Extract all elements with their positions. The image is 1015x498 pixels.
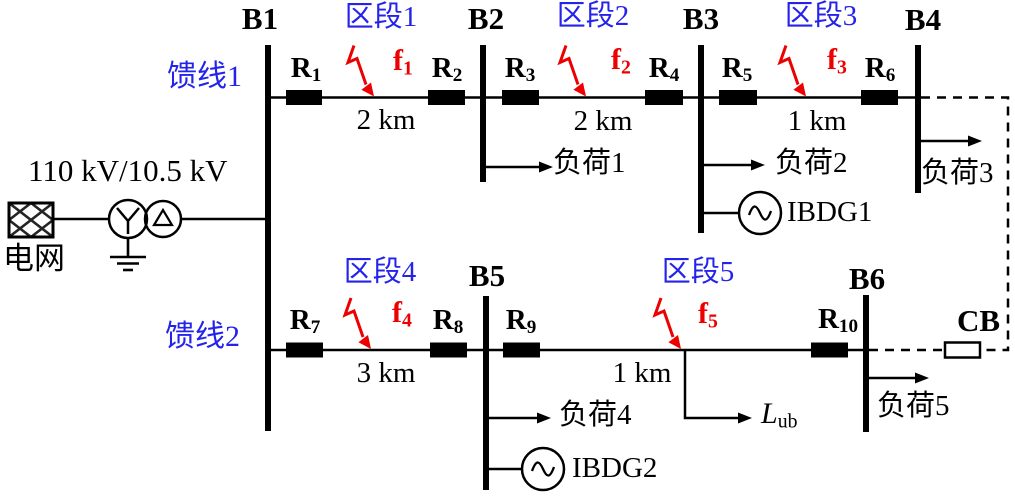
section2-length-label: 2 km xyxy=(573,105,633,137)
load1-arrow-icon xyxy=(539,161,553,173)
tie-breaker-label: CB xyxy=(957,303,1001,338)
tie-line-dashed xyxy=(921,96,1010,352)
fault-f4-label: f4 xyxy=(392,296,412,332)
section5-length-label: 1 km xyxy=(612,357,672,389)
fault-f2-bolt-icon xyxy=(558,44,588,98)
fault-f5-label: f5 xyxy=(698,297,718,333)
ground-icon xyxy=(110,238,146,272)
transformer-ratio-label: 110 kV/10.5 kV xyxy=(28,153,228,188)
load2-label: 负荷2 xyxy=(775,147,848,179)
load3-label: 负荷3 xyxy=(921,157,994,189)
section3-length-label: 1 km xyxy=(787,105,847,137)
section4-length-label: 3 km xyxy=(356,357,416,389)
load1-label: 负荷1 xyxy=(553,147,626,179)
ibdg1-icon xyxy=(701,190,783,236)
relay-r10 xyxy=(811,342,848,358)
relay-r4-label: R4 xyxy=(648,52,680,87)
relay-r9-label: R9 xyxy=(505,304,537,339)
transformer-icon xyxy=(107,198,183,240)
relay-r9 xyxy=(503,342,540,358)
bus-b1-label: B1 xyxy=(241,1,279,36)
load5-label: 负荷5 xyxy=(877,390,950,422)
relay-r4 xyxy=(645,90,683,105)
section2-label: 区段2 xyxy=(556,0,630,32)
fault-f1-label: f1 xyxy=(393,44,413,80)
load5-arrow-icon xyxy=(915,372,929,384)
bus-b4-label: B4 xyxy=(904,2,942,37)
ibdg2-icon xyxy=(486,446,566,492)
relay-r7-label: R7 xyxy=(289,304,321,339)
delta-symbol xyxy=(152,207,174,227)
relay-r3-label: R3 xyxy=(504,52,536,87)
section4-label: 区段4 xyxy=(343,256,417,288)
wye-symbol xyxy=(116,207,140,234)
relay-r8 xyxy=(430,342,467,358)
relay-r7 xyxy=(286,342,323,358)
section1-label: 区段1 xyxy=(344,1,418,33)
relay-r6 xyxy=(861,90,898,105)
relay-r3 xyxy=(502,90,539,105)
fault-f1-bolt-icon xyxy=(346,44,376,98)
grid-label: 电网 xyxy=(3,241,65,276)
relay-r2-label: R2 xyxy=(431,52,463,87)
section1-length-label: 2 km xyxy=(356,104,416,136)
bus-b3-label: B3 xyxy=(682,1,720,36)
unbalanced-load-branch xyxy=(683,350,739,420)
fault-f4-bolt-icon xyxy=(343,296,373,351)
ibdg1-label: IBDG1 xyxy=(787,196,873,228)
load2-arrow-icon xyxy=(751,159,765,171)
relay-r8-label: R8 xyxy=(432,304,464,339)
bus-b5-label: B5 xyxy=(468,258,506,293)
relay-r1-label: R1 xyxy=(290,52,322,87)
bus-b2-label: B2 xyxy=(467,1,505,36)
load4-label: 负荷4 xyxy=(559,399,632,431)
tie-breaker-cb xyxy=(943,341,982,359)
unbalanced-load-label: Lub xyxy=(761,397,798,433)
bus-b6-label: B6 xyxy=(848,261,886,296)
fault-f5-bolt-icon xyxy=(653,296,683,351)
grid-source-icon xyxy=(7,201,55,239)
relay-r6-label: R6 xyxy=(864,52,896,87)
relay-r5-label: R5 xyxy=(721,52,753,87)
section3-label: 区段3 xyxy=(784,0,858,32)
sine-symbol xyxy=(747,205,773,221)
load3-arrow-icon xyxy=(968,135,982,147)
unbalanced-load-arrow-icon xyxy=(738,412,752,424)
sine-symbol xyxy=(530,461,556,477)
fault-f3-bolt-icon xyxy=(778,44,808,98)
relay-r10-label: R10 xyxy=(817,303,859,338)
load4-arrow-icon xyxy=(537,412,551,424)
feeder2-label: 馈线2 xyxy=(165,320,240,353)
relay-r5 xyxy=(719,90,757,105)
relay-r2 xyxy=(428,90,465,105)
fault-f2-label: f2 xyxy=(611,43,631,79)
fault-f3-label: f3 xyxy=(827,43,847,79)
relay-r1 xyxy=(286,90,322,105)
feeder1-label: 馈线1 xyxy=(167,60,242,93)
section5-label: 区段5 xyxy=(661,256,735,288)
ibdg2-label: IBDG2 xyxy=(572,452,658,484)
